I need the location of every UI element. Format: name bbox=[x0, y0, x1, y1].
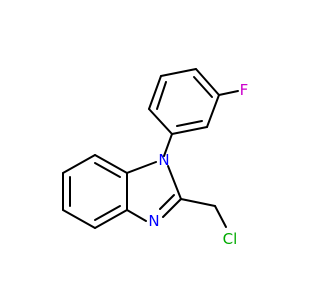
bond bbox=[148, 108, 173, 135]
bond bbox=[159, 194, 175, 210]
chlorine-label: Cl bbox=[223, 230, 238, 248]
bond bbox=[94, 162, 121, 178]
bond bbox=[126, 161, 157, 174]
bond bbox=[176, 120, 203, 127]
bond bbox=[160, 68, 197, 77]
imidazole-ring bbox=[126, 161, 182, 222]
nitrogen-n1-label: N bbox=[158, 151, 169, 169]
benzene-ring bbox=[62, 154, 128, 229]
bond bbox=[180, 198, 216, 207]
bond bbox=[62, 209, 96, 229]
bond bbox=[206, 94, 220, 128]
bond bbox=[156, 81, 167, 110]
molecule-structure: N N F Cl bbox=[62, 68, 249, 248]
bond bbox=[94, 209, 128, 229]
fluorophenyl-ring bbox=[148, 68, 239, 135]
bond bbox=[162, 198, 182, 218]
bond bbox=[94, 205, 121, 221]
nitrogen-n3-label: N bbox=[148, 212, 159, 230]
bond bbox=[148, 75, 162, 110]
bond bbox=[218, 90, 239, 96]
bond bbox=[214, 205, 227, 228]
bond bbox=[193, 76, 213, 98]
fluorine-label: F bbox=[240, 81, 249, 99]
bond bbox=[126, 209, 147, 222]
bond bbox=[163, 133, 173, 157]
bond bbox=[167, 165, 182, 200]
chloromethyl-group bbox=[180, 198, 227, 228]
bond bbox=[171, 126, 208, 135]
bond bbox=[62, 154, 96, 174]
bond bbox=[94, 154, 128, 174]
bond bbox=[195, 68, 220, 96]
